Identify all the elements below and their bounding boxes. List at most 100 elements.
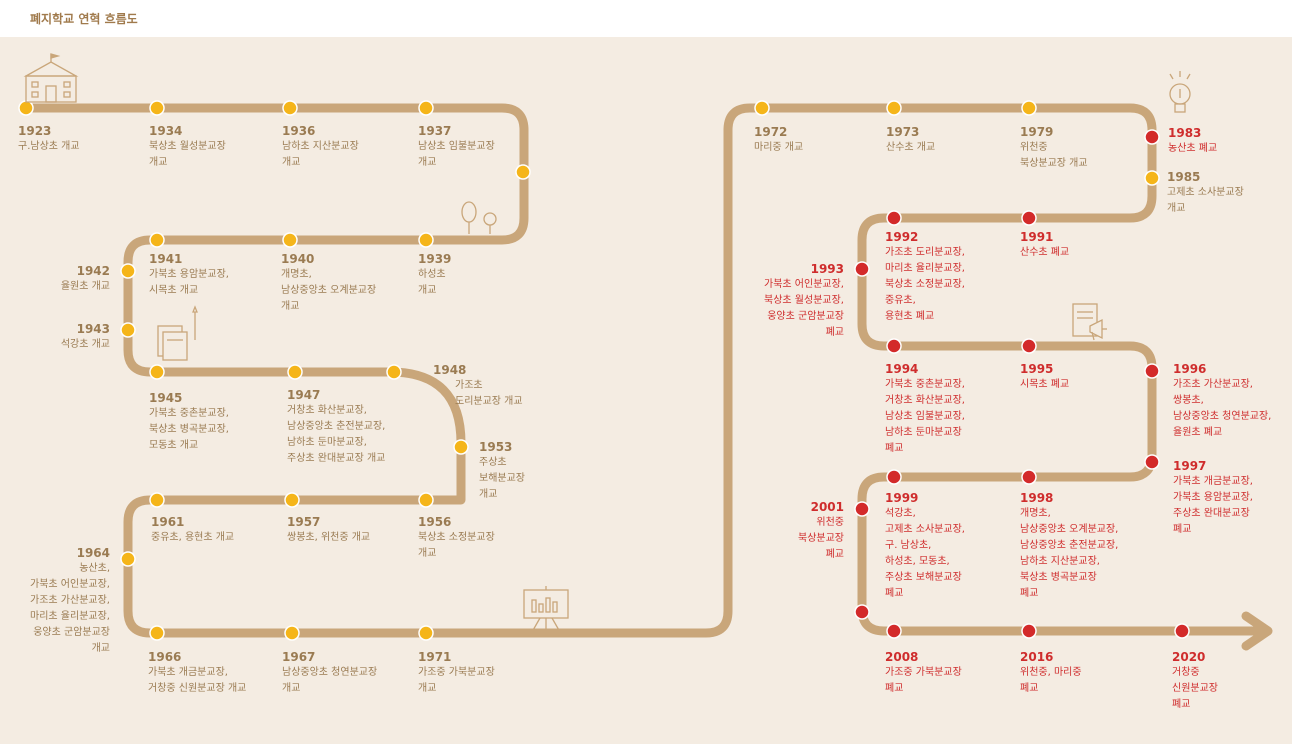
event-year: 1971 bbox=[418, 650, 452, 664]
event-1996: 1996 가조초 가산분교장, 쌍봉초, 남상중앙초 청연분교장, 율원초 폐교 bbox=[1173, 361, 1271, 441]
event-1939: 1939 하성초 개교 bbox=[418, 251, 451, 299]
marker-1956 bbox=[418, 492, 434, 508]
event-text: 남상초 임불분교장 개교 bbox=[418, 141, 495, 168]
event-year: 1967 bbox=[282, 650, 316, 664]
event-1991: 1991 산수초 폐교 bbox=[1020, 229, 1069, 261]
marker-1939 bbox=[418, 232, 434, 248]
event-1971: 1971 가조중 가북분교장 개교 bbox=[418, 649, 495, 697]
event-year: 2016 bbox=[1020, 650, 1054, 664]
event-text: 개명초, 남상중앙초 오계분교장, 남상중앙초 춘전분교장, 남하초 지산분교장… bbox=[1020, 508, 1119, 599]
event-1967: 1967 남상중앙초 청연분교장 개교 bbox=[282, 649, 377, 697]
marker-1942 bbox=[120, 263, 136, 279]
closed-markers bbox=[854, 129, 1190, 639]
marker-1941 bbox=[149, 232, 165, 248]
marker-1936 bbox=[282, 100, 298, 116]
event-year: 1999 bbox=[885, 491, 919, 505]
event-text: 농산초 폐교 bbox=[1168, 143, 1218, 154]
event-text: 쌍봉초, 위천중 개교 bbox=[287, 532, 371, 543]
megaphone-notice-icon bbox=[1072, 303, 1107, 341]
light-bulb-icon bbox=[1169, 71, 1191, 113]
event-1973: 1973 산수초 개교 bbox=[886, 124, 935, 156]
event-year: 1943 bbox=[76, 322, 110, 336]
books-icon bbox=[157, 305, 198, 361]
event-text: 가북초 개금분교장, 가북초 용암분교장, 주상초 완대분교장 폐교 bbox=[1173, 476, 1253, 535]
event-year: 1983 bbox=[1168, 126, 1202, 140]
event-year: 1973 bbox=[886, 125, 920, 139]
marker-2001 bbox=[854, 501, 870, 517]
event-text: 가북초 어인분교장, 북상초 월성분교장, 웅양초 군암분교장 폐교 bbox=[764, 279, 844, 338]
event-text: 가조중 가북분교장 개교 bbox=[418, 667, 495, 694]
marker-1991 bbox=[1021, 210, 1037, 226]
event-year: 1934 bbox=[149, 124, 183, 138]
event-year: 1953 bbox=[479, 440, 513, 454]
marker-1971 bbox=[418, 625, 434, 641]
event-2016: 2016 위천중, 마리중 폐교 bbox=[1020, 649, 1082, 697]
marker-1995 bbox=[1021, 338, 1037, 354]
marker-1973 bbox=[886, 100, 902, 116]
event-text: 거창중 신원분교장 폐교 bbox=[1172, 667, 1218, 710]
event-text: 하성초 개교 bbox=[418, 269, 446, 296]
event-year: 1940 bbox=[281, 252, 315, 266]
event-text: 남상중앙초 청연분교장 개교 bbox=[282, 667, 378, 694]
marker-1997 bbox=[1144, 454, 1160, 470]
event-year: 1964 bbox=[76, 546, 110, 560]
event-text: 마리중 개교 bbox=[754, 142, 804, 153]
timeline-arrowhead bbox=[1241, 611, 1273, 651]
event-1937: 1937 남상초 임불분교장 개교 bbox=[418, 123, 495, 171]
event-text: 주상초 보해분교장 개교 bbox=[479, 457, 525, 500]
event-year: 1939 bbox=[418, 252, 452, 266]
marker-1961 bbox=[149, 492, 165, 508]
marker-1947 bbox=[287, 364, 303, 380]
event-text: 위천중 북상분교장 개교 bbox=[1020, 142, 1088, 169]
marker-1934 bbox=[149, 100, 165, 116]
event-text: 산수초 개교 bbox=[886, 142, 936, 153]
marker-1964 bbox=[120, 551, 136, 567]
event-year: 1936 bbox=[282, 124, 316, 138]
event-1943: 1943 석강초 개교 bbox=[61, 321, 110, 353]
event-year: 1948 bbox=[433, 363, 467, 377]
event-1934: 1934 북상초 월성분교장 개교 bbox=[149, 123, 226, 171]
event-year: 1996 bbox=[1173, 362, 1207, 376]
event-year: 1945 bbox=[149, 391, 183, 405]
event-text: 위천중, 마리중 폐교 bbox=[1020, 667, 1082, 694]
event-text: 석강초, 고제초 소사분교장, 구. 남상초, 하성초, 모동초, 주상초 보해… bbox=[885, 508, 965, 599]
marker-2020 bbox=[1174, 623, 1190, 639]
event-year: 1961 bbox=[151, 515, 185, 529]
marker-1993 bbox=[854, 261, 870, 277]
marker-1966 bbox=[149, 625, 165, 641]
event-text: 가북초 용암분교장, 시목초 개교 bbox=[149, 269, 229, 296]
event-year: 2020 bbox=[1172, 650, 1206, 664]
school-building-icon bbox=[23, 53, 79, 103]
event-text: 율원초 개교 bbox=[60, 281, 110, 292]
event-text: 북상초 월성분교장 개교 bbox=[149, 141, 226, 168]
event-year: 1937 bbox=[418, 124, 452, 138]
timeline-diagram bbox=[18, 53, 1273, 651]
event-1961: 1961 중유초, 용현초 개교 bbox=[151, 514, 234, 546]
marker-1967 bbox=[284, 625, 300, 641]
marker-1994 bbox=[886, 338, 902, 354]
event-text: 석강초 개교 bbox=[60, 339, 110, 350]
marker-1998 bbox=[1021, 469, 1037, 485]
event-year: 1991 bbox=[1020, 230, 1054, 244]
event-1953: 1953 주상초 보해분교장 개교 bbox=[479, 439, 525, 503]
opened-markers bbox=[18, 100, 1160, 641]
event-1983: 1983 농산초 폐교 bbox=[1168, 125, 1217, 157]
event-text: 가조초 가산분교장, 쌍봉초, 남상중앙초 청연분교장, 율원초 폐교 bbox=[1173, 379, 1272, 438]
event-text: 산수초 폐교 bbox=[1020, 247, 1070, 258]
event-text: 중유초, 용현초 개교 bbox=[151, 532, 235, 543]
